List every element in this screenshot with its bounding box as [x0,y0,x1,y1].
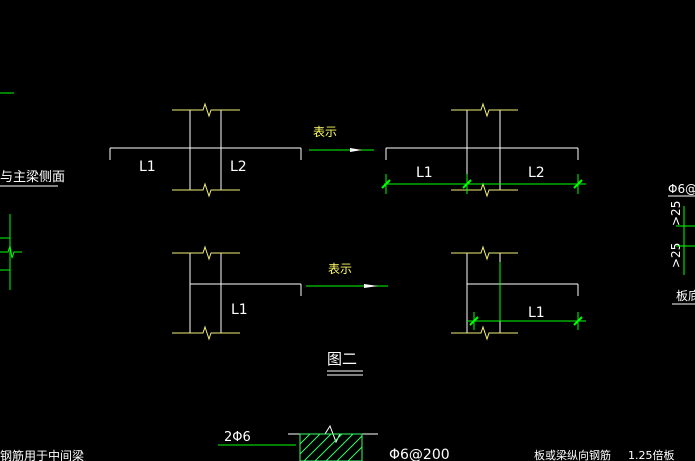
bottom-strip: 钢筋用于中间梁 2Φ6 Φ6@200 板或梁纵向钢筋 1.25倍板 [0,424,675,461]
br-label-l1: L1 [528,305,545,321]
bottom-arrow-label: 表示 [328,262,352,276]
right-dim1: >25 [669,201,683,226]
bottom-arrow: 表示 [306,262,388,288]
bottom-left-detail: L1 [172,245,302,341]
top-right-detail: L1 L2 [381,102,586,198]
bottom-spacing-label: Φ6@200 [389,447,450,461]
bottom-rebar-label: 2Φ6 [224,430,251,445]
figure-caption: 图二 [327,350,363,376]
tr-label-l2: L2 [528,165,545,181]
bottom-right-note2: 1.25倍板 [628,448,675,461]
bottom-right-detail: L1 [451,245,586,341]
bl-label-l1: L1 [231,302,248,318]
figure-title: 图二 [327,350,357,368]
left-top-note: 与主梁侧面 [0,170,65,185]
tl-label-l2: L2 [230,159,247,175]
top-arrow-label: 表示 [313,125,337,139]
right-edge-fragment: Φ6@ >25 >25 板底 [668,182,695,305]
right-rebar-label: Φ6@ [668,182,695,196]
tl-label-l1: L1 [139,159,156,175]
top-arrow: 表示 [309,125,374,152]
right-dim2: >25 [669,243,683,268]
bottom-right-note1: 板或梁纵向钢筋 [534,448,611,461]
bottom-left-note: 钢筋用于中间梁 [0,448,84,461]
top-left-detail: L1 L2 [109,102,302,198]
left-edge-fragment: 与主梁侧面 [0,92,65,290]
right-note: 板底 [676,288,695,303]
tr-label-l1: L1 [416,165,433,181]
